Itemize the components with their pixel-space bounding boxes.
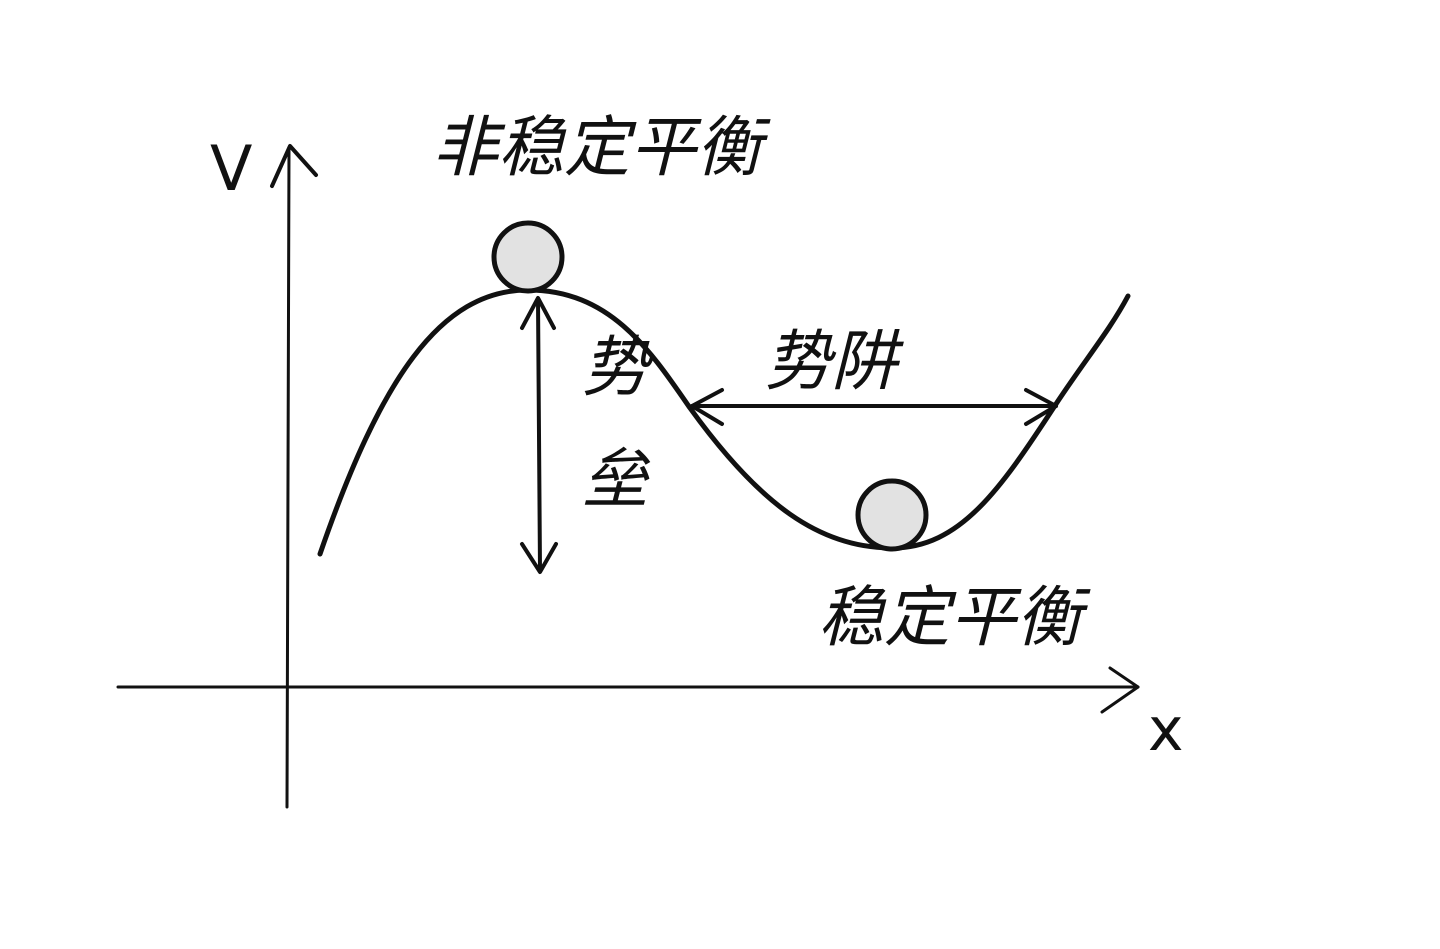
potential-barrier-label: 势垒	[582, 329, 654, 518]
unstable-equilibrium-label: 非稳定平衡	[432, 109, 771, 186]
barrier-arrowhead-bottom	[520, 542, 558, 574]
y-axis	[285, 146, 291, 809]
potential-barrier-char: 势	[582, 329, 654, 406]
unstable-ball	[491, 220, 565, 294]
stable-equilibrium-label: 稳定平衡	[818, 579, 1091, 656]
potential-well-label: 势阱	[765, 323, 904, 400]
y-axis-arrowhead	[270, 144, 318, 188]
stable-ball	[855, 478, 929, 552]
well-arrowhead-right	[1024, 388, 1058, 426]
y-axis-label: V	[210, 132, 252, 205]
x-axis-label: x	[1148, 695, 1184, 765]
well-arrowhead-left	[690, 388, 724, 426]
potential-curve	[317, 287, 1131, 557]
x-axis-arrowhead	[1100, 666, 1140, 714]
barrier-arrow-shaft	[536, 298, 542, 572]
potential-barrier-char: 垒	[582, 441, 651, 518]
barrier-arrowhead-top	[520, 296, 556, 330]
